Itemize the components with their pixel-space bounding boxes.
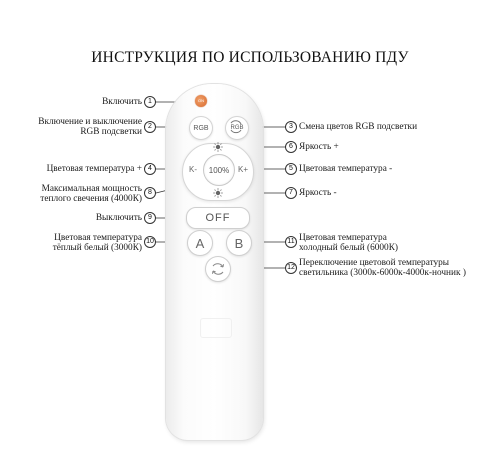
- marker-8: 8: [144, 187, 156, 199]
- label-rgb-toggle-line2: RGB подсветки: [80, 127, 142, 137]
- label-warm-white-line2: тёплый белый (3000К): [52, 243, 142, 253]
- color-temp-cycle-button[interactable]: [205, 256, 231, 282]
- max-warm-button[interactable]: 100%: [203, 154, 235, 186]
- k-minus-button[interactable]: K-: [189, 165, 197, 174]
- marker-7: 7: [285, 187, 297, 199]
- brightness-down-icon[interactable]: [213, 188, 223, 198]
- label-brightness-up: Яркость +: [299, 142, 339, 152]
- label-power-on: Включить: [102, 97, 142, 107]
- marker-12: 12: [285, 262, 297, 274]
- marker-1: 1: [144, 96, 156, 108]
- marker-5: 5: [285, 163, 297, 175]
- label-rgb-toggle-line1: Включение и выключение: [38, 117, 142, 127]
- label-cool-white-line2: холодный белый (6000К): [299, 243, 398, 253]
- a-button[interactable]: A: [187, 230, 213, 256]
- marker-9: 9: [144, 212, 156, 224]
- label-cool-white-line1: Цветовая температура: [299, 233, 387, 243]
- label-temp-cycle-line1: Переключение цветовой температуры: [299, 258, 450, 268]
- rgb-toggle-button[interactable]: RGB: [189, 116, 213, 140]
- page-title: ИНСТРУКЦИЯ ПО ИСПОЛЬЗОВАНИЮ ПДУ: [91, 49, 409, 66]
- marker-10: 10: [144, 236, 156, 248]
- remote-bottom-mark: [200, 318, 232, 338]
- label-brightness-down: Яркость -: [299, 188, 337, 198]
- power-on-label: ON: [198, 98, 204, 103]
- label-warm-white-line1: Цветовая температура: [54, 233, 142, 243]
- b-button[interactable]: B: [226, 230, 252, 256]
- label-max-warm-line1: Максимальная мощность: [41, 184, 142, 194]
- brightness-up-icon[interactable]: [213, 142, 223, 152]
- marker-2: 2: [144, 121, 156, 133]
- label-max-warm-line2: теплого свечения (4000К): [40, 194, 142, 204]
- marker-3: 3: [285, 121, 297, 133]
- label-rgb-cycle: Смена цветов RGB подсветки: [299, 122, 418, 132]
- label-temp-minus: Цветовая температура -: [299, 164, 393, 174]
- label-temp-cycle-line2: светильника (3000к-6000к-4000к-ночник ): [299, 268, 466, 278]
- label-off: Выключить: [95, 213, 142, 223]
- cycle-arrows-icon: [212, 263, 224, 275]
- rgb-cycle-label: RGB: [230, 125, 244, 131]
- off-button[interactable]: OFF: [186, 207, 250, 229]
- label-temp-plus: Цветовая температура +: [46, 164, 142, 174]
- marker-6: 6: [285, 141, 297, 153]
- rgb-cycle-button[interactable]: RGB: [225, 116, 249, 140]
- k-plus-button[interactable]: K+: [238, 165, 249, 174]
- power-on-button[interactable]: ON: [195, 95, 207, 107]
- rgb-cycle-icon: [230, 120, 242, 134]
- marker-4: 4: [144, 163, 156, 175]
- marker-11: 11: [285, 236, 297, 248]
